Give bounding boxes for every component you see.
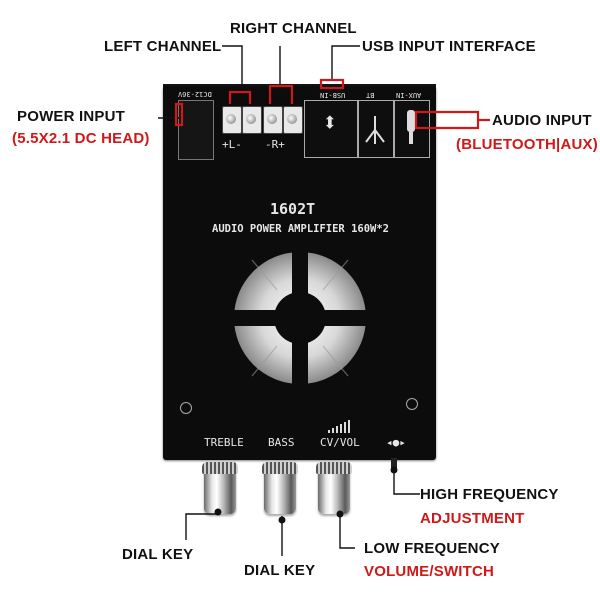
bass-knob[interactable]	[262, 462, 298, 514]
left-terminal-1[interactable]	[222, 106, 242, 134]
high-frequency-sublabel: ADJUSTMENT	[420, 510, 525, 527]
left-terminal-2[interactable]	[242, 106, 262, 134]
audio-input-sublabel: (BLUETOOTH|AUX)	[456, 136, 598, 153]
switch-indicator-icon: ◂●▸	[386, 436, 406, 449]
usb-input-label: USB INPUT INTERFACE	[362, 38, 536, 55]
bluetooth-module	[358, 100, 394, 158]
right-channel-label: RIGHT CHANNEL	[230, 20, 357, 37]
left-channel-label: LEFT CHANNEL	[104, 38, 222, 55]
usb-icon: ⬍	[322, 108, 338, 138]
dial-key-label-2: DIAL KEY	[244, 562, 316, 579]
model-number: 1602T	[270, 200, 316, 218]
audio-jack-icon	[407, 110, 415, 144]
right-terminal-2[interactable]	[283, 106, 303, 134]
antenna-icon	[365, 116, 385, 144]
volume-knob[interactable]	[316, 462, 352, 514]
screw-icon	[180, 402, 192, 414]
power-input-sublabel: (5.5X2.1 DC HEAD)	[12, 130, 150, 147]
heatsink	[232, 250, 368, 386]
usb-port[interactable]	[304, 100, 358, 158]
screw-icon	[406, 398, 418, 410]
volume-bars-icon	[328, 420, 350, 433]
bass-label: BASS	[268, 436, 295, 449]
dial-key-label-1: DIAL KEY	[122, 546, 194, 563]
audio-input-label: AUDIO INPUT	[492, 112, 592, 129]
volume-label: CV/VOL	[320, 436, 360, 449]
left-polarity-label: +L-	[222, 138, 242, 151]
high-frequency-label: HIGH FREQUENCY	[420, 486, 559, 503]
low-frequency-label: LOW FREQUENCY	[364, 540, 500, 557]
treble-label: TREBLE	[204, 436, 244, 449]
right-terminal-1[interactable]	[263, 106, 283, 134]
dc-power-jack[interactable]	[178, 100, 214, 160]
high-frequency-switch[interactable]	[391, 458, 397, 470]
treble-knob[interactable]	[202, 462, 238, 514]
board-subtitle: AUDIO POWER AMPLIFIER 160W*2	[212, 223, 390, 235]
right-polarity-label: -R+	[265, 138, 285, 151]
power-input-label: POWER INPUT	[17, 108, 126, 125]
low-frequency-sublabel: VOLUME/SWITCH	[364, 563, 495, 580]
